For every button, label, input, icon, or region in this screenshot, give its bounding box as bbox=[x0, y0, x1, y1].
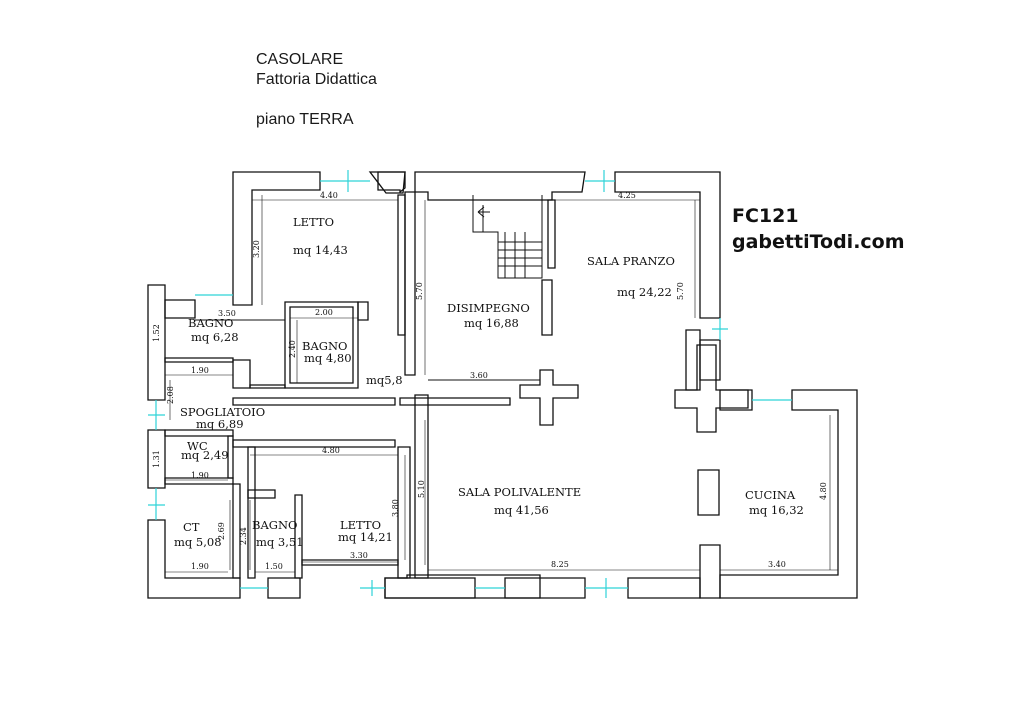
room-area-wc: mq 2,49 bbox=[181, 448, 229, 462]
room-name-ct: CT bbox=[183, 520, 200, 534]
dimension-label: 3.30 bbox=[350, 551, 368, 560]
room-name-letto-top: LETTO bbox=[293, 215, 334, 229]
dimension-label: 1.31 bbox=[152, 450, 161, 468]
plan-subtitle: Fattoria Didattica bbox=[256, 71, 377, 88]
dimension-label: 3.50 bbox=[218, 309, 236, 318]
room-area-letto-top: mq 14,43 bbox=[293, 243, 348, 257]
dimension-label: 2.40 bbox=[288, 340, 297, 358]
room-name-cucina: CUCINA bbox=[745, 488, 796, 502]
room-labels: LETTO mq 14,43 BAGNO mq 6,28 BAGNO mq 4,… bbox=[174, 215, 804, 549]
dimension-label: 3.20 bbox=[252, 240, 261, 258]
dimension-label: 2.34 bbox=[239, 527, 248, 545]
room-name-bagno-mid: BAGNO bbox=[302, 339, 347, 353]
dimension-labels: 4.40 4.25 3.20 5.70 5.70 3.50 2.00 1.52 … bbox=[152, 191, 828, 571]
dimension-label: 4.25 bbox=[618, 191, 636, 200]
dimension-label: 2.00 bbox=[315, 308, 333, 317]
dimension-label: 3.60 bbox=[470, 371, 488, 380]
plan-header: CASOLARE Fattoria Didattica piano TERRA bbox=[256, 50, 377, 130]
room-name-disimpegno: DISIMPEGNO bbox=[447, 301, 530, 315]
room-name-sala-polivalente: SALA POLIVALENTE bbox=[458, 485, 581, 499]
room-area-bagno-mid: mq 4,80 bbox=[304, 351, 352, 365]
room-area-sala-pranzo: mq 24,22 bbox=[617, 285, 672, 299]
room-name-spogliatoio: SPOGLIATOIO bbox=[180, 405, 265, 419]
dimension-label: 3.40 bbox=[768, 560, 786, 569]
dimension-label: 2.69 bbox=[217, 522, 226, 540]
room-name-wc: WC bbox=[187, 439, 208, 453]
room-area-bagno-bottom: mq 3,51 bbox=[256, 535, 304, 549]
dimension-label: 1.52 bbox=[152, 324, 161, 342]
dimension-label: 1.90 bbox=[191, 471, 209, 480]
floor-label: piano TERRA bbox=[256, 111, 354, 128]
windows bbox=[148, 170, 792, 598]
listing-code: FC121 bbox=[732, 205, 799, 227]
room-name-bagno-left: BAGNO bbox=[188, 316, 233, 330]
dimension-label: 4.40 bbox=[320, 191, 338, 200]
dimension-label: 8.25 bbox=[551, 560, 569, 569]
dimension-label: 4.80 bbox=[819, 482, 828, 500]
dimension-label: 5.70 bbox=[415, 282, 424, 300]
room-area-corridor: mq5,8 bbox=[366, 373, 403, 387]
dimension-label: 1.90 bbox=[191, 366, 209, 375]
agency-website: gabettiTodi.com bbox=[732, 231, 905, 253]
dimension-label: 5.10 bbox=[417, 480, 426, 498]
room-area-letto-bottom: mq 14,21 bbox=[338, 530, 393, 544]
room-area-ct: mq 5,08 bbox=[174, 535, 222, 549]
room-area-disimpegno: mq 16,88 bbox=[464, 316, 519, 330]
room-name-sala-pranzo: SALA PRANZO bbox=[587, 254, 675, 268]
room-area-spogliatoio: mq 6,89 bbox=[196, 417, 244, 431]
room-name-bagno-bottom: BAGNO bbox=[252, 518, 297, 532]
dimension-label: 1.90 bbox=[191, 562, 209, 571]
outer-walls bbox=[147, 171, 858, 599]
dimension-label: 5.70 bbox=[676, 282, 685, 300]
room-area-bagno-left: mq 6,28 bbox=[191, 330, 239, 344]
room-name-letto-bottom: LETTO bbox=[340, 518, 381, 532]
dimension-label: 1.50 bbox=[265, 562, 283, 571]
dimension-label: 3.80 bbox=[391, 499, 400, 517]
room-area-cucina: mq 16,32 bbox=[749, 503, 804, 517]
plan-title: CASOLARE bbox=[256, 51, 344, 68]
agency-brand: FC121 gabettiTodi.com bbox=[732, 203, 905, 255]
room-area-sala-polivalente: mq 41,56 bbox=[494, 503, 549, 517]
dimension-label: 2.08 bbox=[166, 386, 175, 404]
dimension-label: 4.80 bbox=[322, 446, 340, 455]
dimension-lines bbox=[164, 195, 838, 573]
